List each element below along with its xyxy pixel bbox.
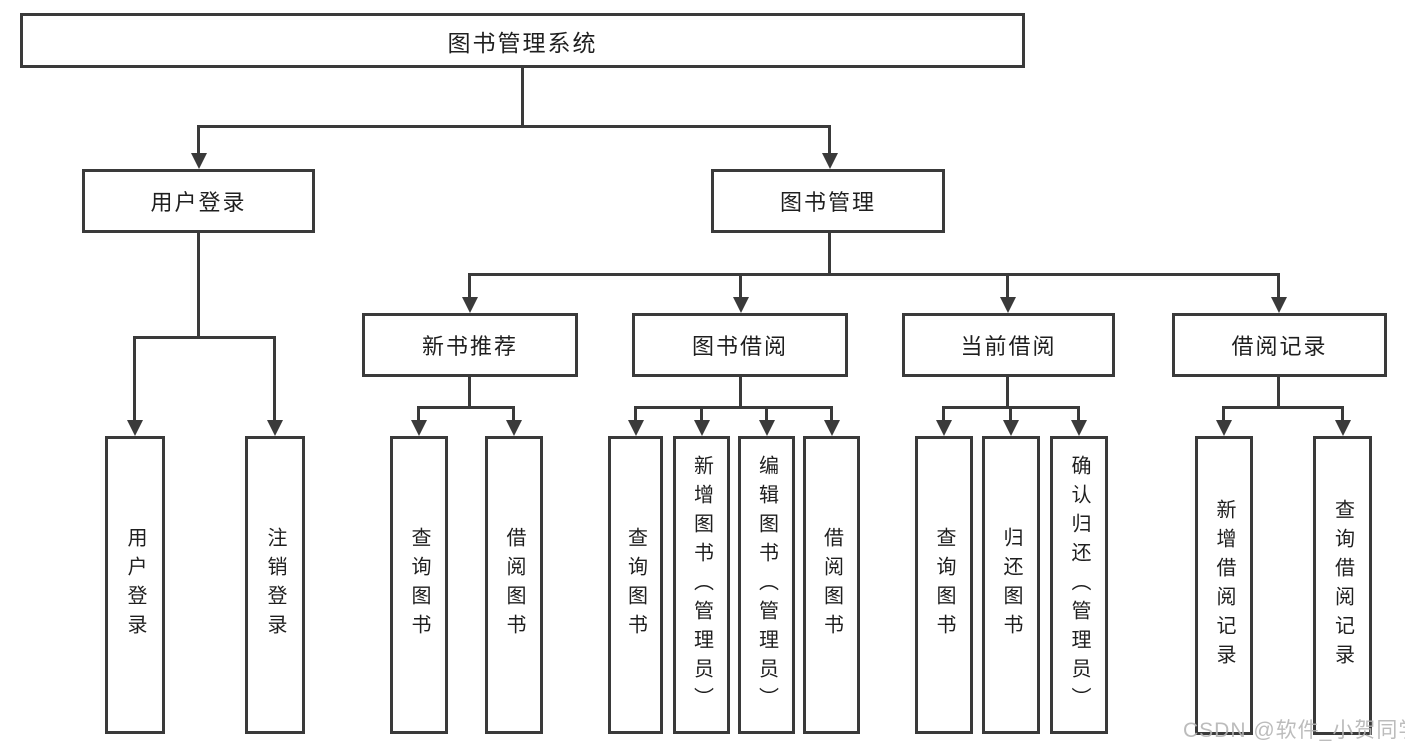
leaf-label: 查询图书 bbox=[408, 527, 430, 643]
connector-line bbox=[1277, 377, 1280, 409]
arrow-down-icon bbox=[765, 406, 768, 420]
connector-line bbox=[634, 406, 833, 409]
arrow-down-icon bbox=[417, 406, 420, 420]
leaf-label: 查询借阅记录 bbox=[1331, 498, 1354, 673]
leaf-return-books: 归还图书 bbox=[982, 436, 1040, 734]
arrow-down-icon bbox=[1222, 406, 1225, 420]
arrow-down-icon bbox=[197, 125, 200, 153]
leaf-add-borrow-record: 新增借阅记录 bbox=[1195, 436, 1253, 735]
node-book-borrowing: 图书借阅 bbox=[632, 313, 848, 377]
leaf-label: 确认归还（管理员） bbox=[1068, 454, 1090, 716]
leaf-query-books: 查询图书 bbox=[390, 436, 448, 734]
leaf-label: 借阅图书 bbox=[503, 527, 525, 643]
connector-line bbox=[197, 125, 831, 128]
leaf-label: 归还图书 bbox=[1000, 527, 1022, 643]
arrow-down-icon bbox=[133, 336, 136, 420]
leaf-query-books: 查询图书 bbox=[915, 436, 973, 734]
leaf-logout: 注销登录 bbox=[245, 436, 305, 734]
connector-line bbox=[468, 273, 1280, 276]
node-book-management: 图书管理 bbox=[711, 169, 945, 233]
connector-line bbox=[197, 233, 200, 339]
arrow-down-icon bbox=[1077, 406, 1080, 420]
arrow-down-icon bbox=[830, 406, 833, 420]
leaf-borrow-books: 借阅图书 bbox=[803, 436, 860, 734]
arrow-down-icon bbox=[739, 273, 742, 297]
arrow-down-icon bbox=[942, 406, 945, 420]
node-current-borrowing: 当前借阅 bbox=[902, 313, 1115, 377]
node-label: 图书借阅 bbox=[691, 334, 788, 359]
node-label: 图书管理系统 bbox=[447, 29, 598, 56]
arrow-down-icon bbox=[1277, 273, 1280, 297]
leaf-user-login: 用户登录 bbox=[105, 436, 165, 734]
leaf-label: 查询图书 bbox=[624, 527, 647, 643]
connector-line bbox=[1222, 406, 1343, 409]
node-label: 借阅记录 bbox=[1231, 334, 1328, 359]
arrow-down-icon bbox=[828, 125, 831, 153]
connector-line bbox=[828, 233, 831, 276]
leaf-query-borrow-record: 查询借阅记录 bbox=[1313, 436, 1372, 735]
arrow-down-icon bbox=[1006, 273, 1009, 297]
leaf-query-books: 查询图书 bbox=[608, 436, 663, 734]
csdn-watermark: CSDN @软件_小贺同学 bbox=[1183, 719, 1405, 742]
connector-line bbox=[468, 377, 471, 409]
connector-line bbox=[1006, 377, 1009, 409]
arrow-down-icon bbox=[273, 336, 276, 420]
leaf-confirm-return-admin: 确认归还（管理员） bbox=[1050, 436, 1108, 734]
leaf-label: 查询图书 bbox=[933, 527, 955, 643]
arrow-down-icon bbox=[700, 406, 703, 420]
connector-line bbox=[133, 336, 276, 339]
arrow-down-icon bbox=[468, 273, 471, 297]
arrow-down-icon bbox=[1341, 406, 1344, 420]
arrow-down-icon bbox=[1009, 406, 1012, 420]
leaf-label: 编辑图书（管理员） bbox=[755, 454, 778, 716]
node-label: 用户登录 bbox=[150, 190, 247, 215]
leaf-add-books-admin: 新增图书（管理员） bbox=[673, 436, 730, 734]
connector-line bbox=[739, 377, 742, 409]
leaf-borrow-books: 借阅图书 bbox=[485, 436, 543, 734]
leaf-label: 注销登录 bbox=[264, 527, 286, 643]
leaf-label: 新增图书（管理员） bbox=[690, 454, 713, 716]
leaf-label: 借阅图书 bbox=[820, 527, 843, 643]
leaf-edit-books-admin: 编辑图书（管理员） bbox=[738, 436, 795, 734]
arrow-down-icon bbox=[512, 406, 515, 420]
node-library-management-system: 图书管理系统 bbox=[20, 13, 1025, 68]
node-label: 新书推荐 bbox=[421, 334, 518, 359]
arrow-down-icon bbox=[634, 406, 637, 420]
node-label: 当前借阅 bbox=[960, 334, 1057, 359]
leaf-label: 用户登录 bbox=[124, 527, 146, 643]
node-label: 图书管理 bbox=[779, 190, 876, 215]
connector-line bbox=[521, 68, 524, 128]
node-new-book-recommendation: 新书推荐 bbox=[362, 313, 578, 377]
node-user-login: 用户登录 bbox=[82, 169, 315, 233]
connector-line bbox=[417, 406, 515, 409]
node-borrowing-records: 借阅记录 bbox=[1172, 313, 1387, 377]
leaf-label: 新增借阅记录 bbox=[1213, 498, 1235, 673]
